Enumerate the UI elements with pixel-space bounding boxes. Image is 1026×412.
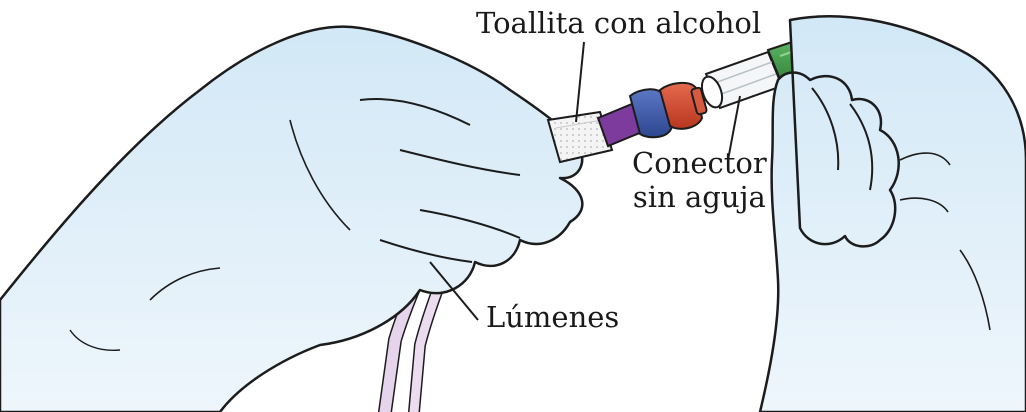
label-needleless-connector: Conector sin aguja xyxy=(632,146,767,214)
left-gloved-hand xyxy=(0,27,582,412)
label-alcohol-wipe: Toallita con alcohol xyxy=(476,6,761,40)
right-gloved-hand xyxy=(760,16,1026,412)
catheter-hub xyxy=(598,83,707,146)
leader-line-wipe xyxy=(576,42,584,122)
label-connector-line1: Conector xyxy=(632,146,767,180)
label-connector-line2: sin aguja xyxy=(632,180,767,214)
label-lumens: Lúmenes xyxy=(486,300,619,334)
